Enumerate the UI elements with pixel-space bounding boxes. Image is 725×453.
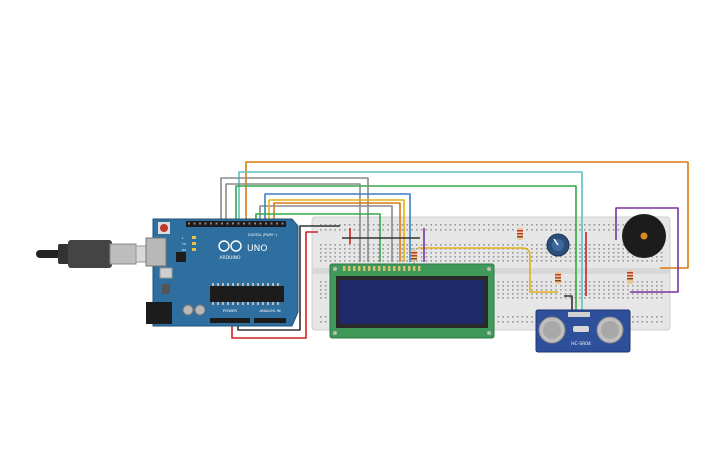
arduino-logo-text: ARDUINO	[219, 255, 241, 261]
lcd-screen	[340, 280, 484, 324]
arduino-logo-icon	[218, 240, 230, 252]
power-label: POWER	[223, 308, 237, 313]
resistor[interactable]	[627, 270, 633, 284]
digital-header	[186, 221, 286, 227]
wire-gray-2	[225, 183, 361, 262]
lcd-16x2[interactable]	[329, 263, 495, 339]
rx-label: RX	[182, 248, 186, 252]
wire-purple-2	[615, 207, 679, 293]
wire-orange-2	[273, 202, 401, 262]
tx-label: TX	[181, 242, 186, 246]
atmega-chip	[210, 286, 284, 302]
power-header	[210, 318, 250, 323]
wires	[220, 161, 689, 339]
sensor-label: HC-SR04	[571, 341, 591, 347]
wire-blue	[264, 193, 411, 262]
l-label: L	[182, 236, 184, 240]
potentiometer-knob-indicator	[553, 238, 559, 246]
wire-green	[235, 185, 577, 312]
analog-header	[254, 318, 286, 323]
ultrasonic-sensor[interactable]: HC-SR04	[535, 309, 631, 353]
arduino-uno-board[interactable]: ARDUINO UNO DIGITAL (PWM~) L TX RX POWER…	[145, 218, 299, 327]
resistor[interactable]	[411, 248, 417, 264]
wire-teal	[238, 171, 583, 312]
arduino-model-text: UNO	[247, 244, 267, 254]
wire-red-3	[231, 231, 318, 339]
wire-black-sensor	[564, 295, 573, 312]
wire-black-1	[237, 225, 340, 331]
usb-cable	[36, 240, 155, 268]
wire-gray-3	[259, 205, 393, 262]
resistor[interactable]	[555, 272, 561, 284]
power-jack	[146, 302, 172, 324]
wire-gray-1	[220, 177, 369, 262]
piezo-buzzer[interactable]	[622, 214, 666, 258]
usb-jack	[145, 237, 167, 267]
digital-label: DIGITAL (PWM~)	[248, 233, 278, 237]
reset-button[interactable]	[160, 224, 168, 232]
resistor[interactable]	[517, 228, 523, 240]
analog-label: ANALOG IN	[259, 308, 280, 313]
wire-yellow-2	[418, 247, 558, 293]
potentiometer[interactable]	[546, 233, 570, 257]
